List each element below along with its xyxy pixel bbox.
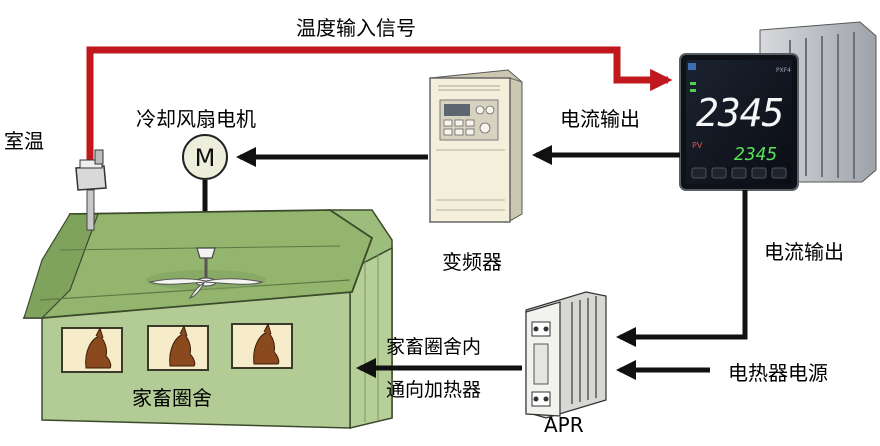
arrow-controller-to-apr — [616, 190, 748, 347]
apr-label: APR — [544, 413, 584, 437]
barn-window-2 — [147, 324, 209, 371]
inverter-label: 变频器 — [442, 250, 502, 274]
current-output-label-2: 电流输出 — [764, 240, 844, 264]
svg-text:PV: PV — [692, 141, 703, 150]
room-temperature-label: 室温 — [4, 129, 44, 153]
fan-motor-label: 冷却风扇电机 — [136, 107, 256, 131]
temperature-signal-line — [86, 46, 673, 160]
ceiling-fan-icon — [148, 247, 264, 299]
temperature-controller: PXF4 2345 PV 2345 — [679, 21, 877, 191]
inverter-device — [429, 69, 523, 223]
barn-window-1 — [61, 326, 123, 373]
svg-text:M: M — [195, 144, 216, 172]
livestock-barn — [22, 209, 393, 429]
temperature-signal-label: 温度输入信号 — [296, 16, 416, 40]
controller-sv-display: 2345 — [734, 144, 777, 165]
barn-window-3 — [231, 322, 293, 369]
heater-label-line2: 通向加热器 — [386, 379, 482, 401]
fan-motor-icon: M — [182, 134, 228, 180]
apr-device — [525, 291, 607, 419]
controller-pv-display: 2345 — [696, 91, 784, 135]
barn-label: 家畜圈舍 — [132, 386, 212, 410]
power-supply-label: 电热器电源 — [728, 361, 828, 385]
current-output-label-1: 电流输出 — [560, 107, 640, 131]
heater-label-line1: 家畜圈舍内 — [386, 336, 482, 358]
room-temperature-sensor — [75, 149, 107, 231]
controller-brand: PXF4 — [776, 67, 791, 74]
